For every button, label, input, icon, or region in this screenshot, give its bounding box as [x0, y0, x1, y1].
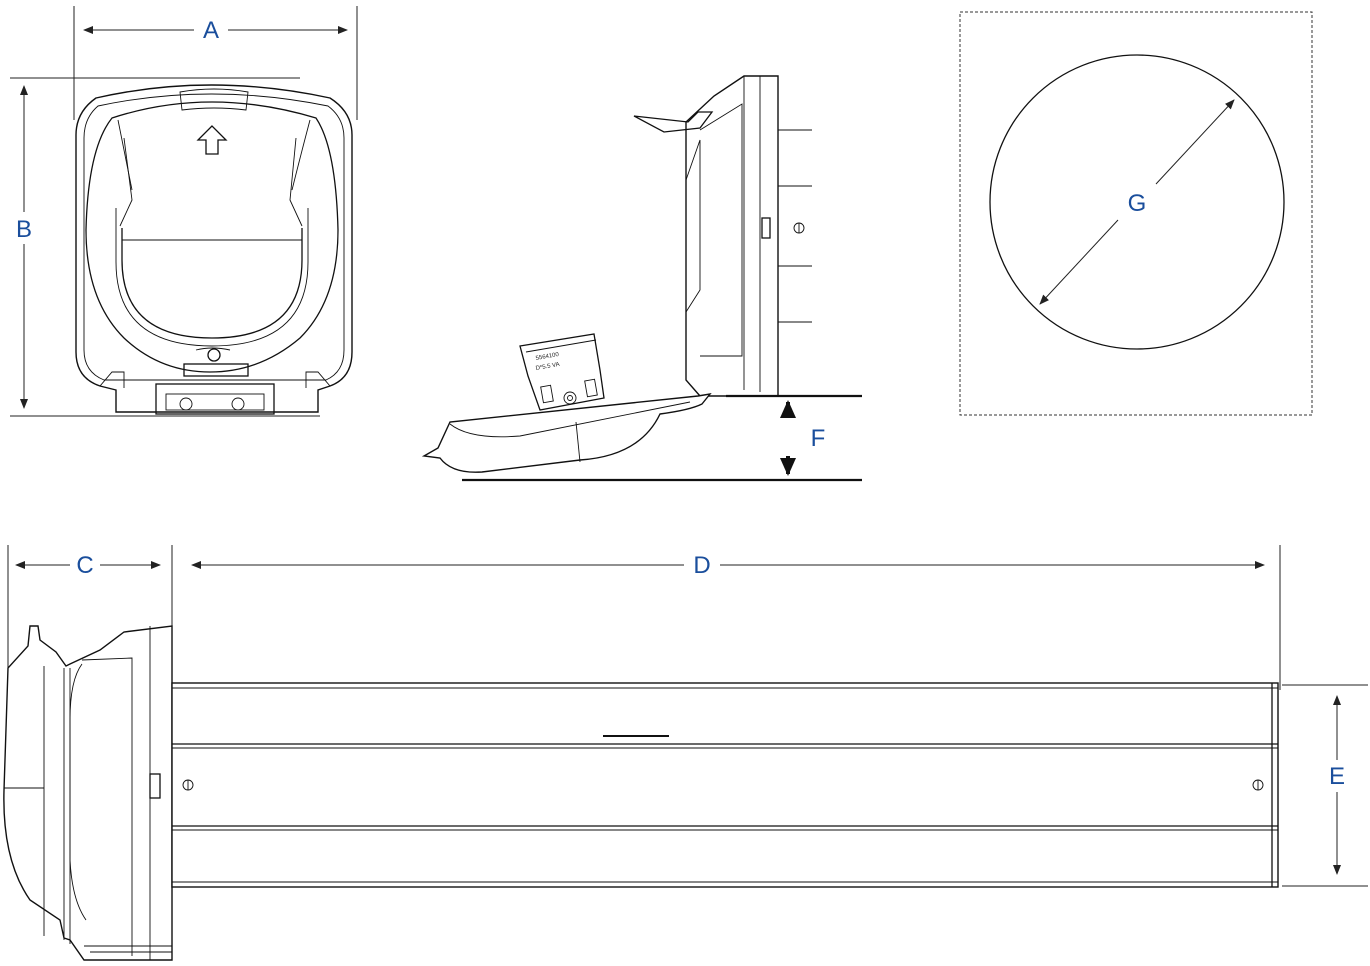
front-housing	[75, 84, 353, 413]
dim-a-label: A	[203, 17, 219, 44]
mounted-housing	[3, 625, 173, 961]
roll-circle	[989, 54, 1285, 350]
plate-text-line1: 5564100	[535, 352, 560, 362]
open-cover	[421, 393, 712, 473]
latch-icon-bottom	[149, 773, 161, 799]
dim-f-label: F	[811, 425, 826, 452]
dim-c-label: C	[76, 552, 93, 579]
battery-plate	[519, 333, 605, 411]
front-view: A B	[10, 6, 358, 417]
latch-icon	[761, 217, 771, 239]
plate-text-line2: D*5.5 VA	[535, 362, 560, 372]
side-view-mounted: C D E	[3, 545, 1368, 961]
dim-e-label: E	[1329, 763, 1345, 790]
side-view-open: 5564100 D*5.5 VA F	[421, 75, 862, 482]
direction-arrow-icon	[196, 125, 228, 155]
roll-diameter-view: G	[959, 11, 1313, 416]
label-slot	[183, 363, 249, 377]
sensor-button-icon	[207, 348, 221, 362]
roll-bounding-box	[959, 11, 1313, 416]
dim-b-label: B	[16, 216, 32, 243]
dim-g-label: G	[1128, 190, 1147, 217]
dim-g-line-upper	[1155, 99, 1235, 185]
roll-tube	[171, 682, 1279, 888]
dim-d-label: D	[693, 552, 710, 579]
dim-g-line-lower	[1039, 219, 1119, 305]
open-housing	[685, 75, 779, 397]
